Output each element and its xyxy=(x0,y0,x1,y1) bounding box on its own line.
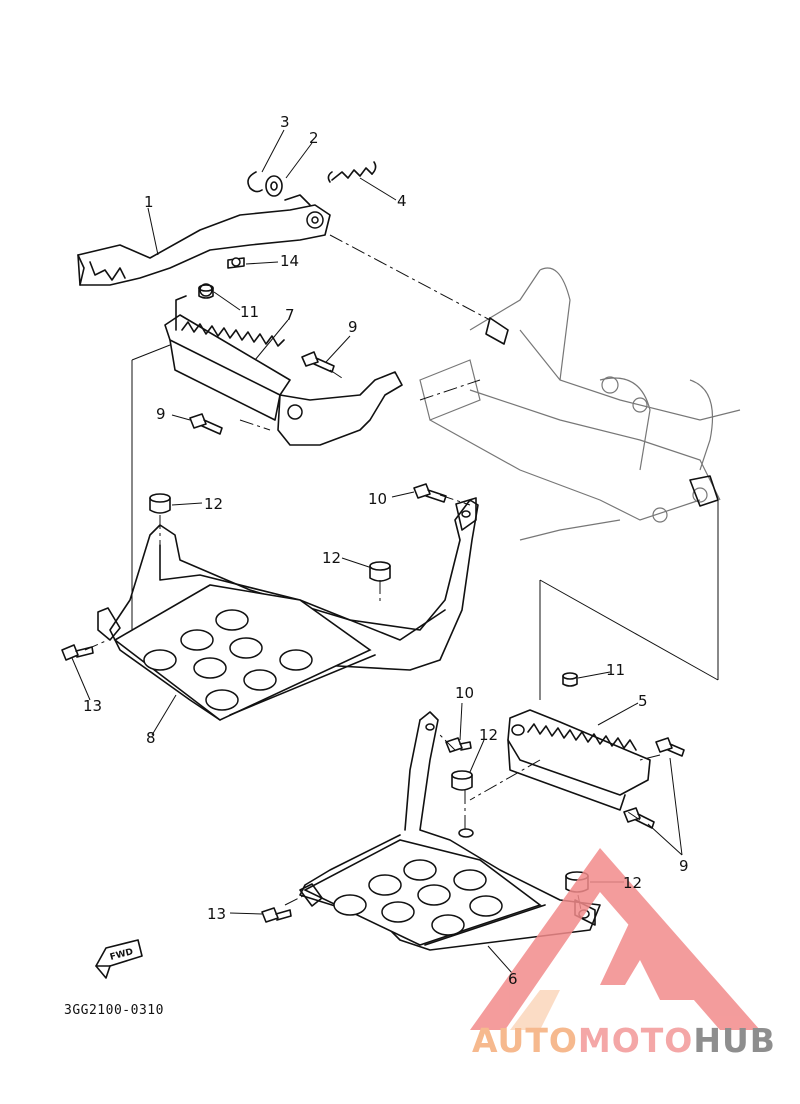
bolt-13b xyxy=(261,907,292,923)
left-footrest xyxy=(164,283,403,446)
callout-6: 6 xyxy=(508,970,518,988)
bolt-10a xyxy=(413,483,447,503)
bolt-9d xyxy=(623,807,655,829)
callout-12-bottom: 12 xyxy=(623,874,643,892)
callout-12-mid: 12 xyxy=(322,549,342,567)
callout-10-upper: 10 xyxy=(368,490,388,508)
bolt-13a xyxy=(61,644,94,661)
bolt-9a xyxy=(301,351,335,373)
callout-9-right: 9 xyxy=(679,857,689,875)
watermark-moto: MOTO xyxy=(577,1021,694,1060)
callout-11-right: 11 xyxy=(606,661,626,679)
callout-5: 5 xyxy=(638,692,648,710)
collar-11b xyxy=(562,672,578,687)
brake-pedal xyxy=(77,194,331,286)
callout-13-bottom: 13 xyxy=(207,905,227,923)
guard-6-holes xyxy=(333,859,503,936)
left-footguard xyxy=(97,497,479,721)
grommet-12c xyxy=(451,770,473,791)
collar-11a xyxy=(198,284,214,299)
bolts xyxy=(61,351,685,923)
callout-12-right: 12 xyxy=(479,726,499,744)
callout-4: 4 xyxy=(397,192,407,210)
bolt-9b xyxy=(189,413,223,435)
bolt-9c xyxy=(655,737,685,757)
callout-8: 8 xyxy=(146,729,156,747)
watermark-text: AUTOMOTOHUB xyxy=(472,1021,776,1060)
callout-9-upper: 9 xyxy=(348,318,358,336)
guard-8-holes xyxy=(143,609,313,711)
callout-2: 2 xyxy=(309,129,319,147)
grommet-12a xyxy=(149,493,171,514)
callout-13-left: 13 xyxy=(83,697,103,715)
small-parts-top xyxy=(227,161,377,269)
watermark-auto: AUTO xyxy=(472,1021,578,1060)
callout-11-top: 11 xyxy=(240,303,260,321)
callout-14: 14 xyxy=(280,252,300,270)
right-footguard xyxy=(299,711,601,951)
reference-lines xyxy=(84,234,719,916)
callout-10-lower: 10 xyxy=(455,684,475,702)
frame-outline xyxy=(419,267,741,541)
bolt-10b xyxy=(445,737,472,753)
right-footrest xyxy=(507,709,651,811)
callout-12-left: 12 xyxy=(204,495,224,513)
watermark-hub: HUB xyxy=(693,1021,776,1060)
callout-7: 7 xyxy=(285,306,295,324)
fwd-arrow-icon xyxy=(95,939,143,979)
grommet-12b xyxy=(369,561,391,582)
callout-3: 3 xyxy=(280,113,290,131)
drawing-code: 3GG2100-0310 xyxy=(64,1003,164,1018)
watermark-triangle-logo xyxy=(470,848,760,1030)
callout-9-left: 9 xyxy=(156,405,166,423)
leader-lines xyxy=(71,129,683,974)
callout-1: 1 xyxy=(144,193,154,211)
